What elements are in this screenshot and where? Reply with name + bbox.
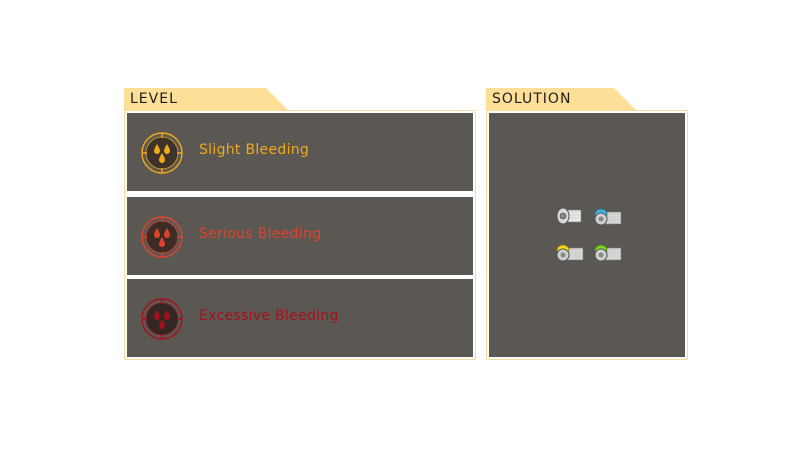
solution-items-area bbox=[489, 113, 685, 357]
blood-drops-icon bbox=[141, 132, 183, 174]
level-panel: Slight Bleeding Serious Bleeding Excessi… bbox=[124, 110, 476, 360]
level-label-serious: Serious Bleeding bbox=[199, 226, 322, 242]
level-row-serious[interactable]: Serious Bleeding bbox=[127, 197, 473, 275]
level-tab-header: LEVEL bbox=[124, 88, 288, 110]
level-label-slight: Slight Bleeding bbox=[199, 142, 310, 158]
bandage-icon[interactable] bbox=[555, 204, 585, 226]
solution-tab-header: SOLUTION bbox=[486, 88, 636, 110]
level-row-slight[interactable]: Slight Bleeding bbox=[127, 113, 473, 191]
yellow-medical-roll-icon[interactable] bbox=[555, 240, 585, 262]
level-row-excessive[interactable]: Excessive Bleeding bbox=[127, 279, 473, 357]
blood-drops-icon bbox=[141, 216, 183, 258]
blue-medical-roll-icon[interactable] bbox=[593, 204, 623, 226]
level-label-excessive: Excessive Bleeding bbox=[199, 308, 339, 324]
solution-panel bbox=[486, 110, 688, 360]
blood-drops-icon bbox=[141, 298, 183, 340]
green-medical-roll-icon[interactable] bbox=[593, 240, 623, 262]
